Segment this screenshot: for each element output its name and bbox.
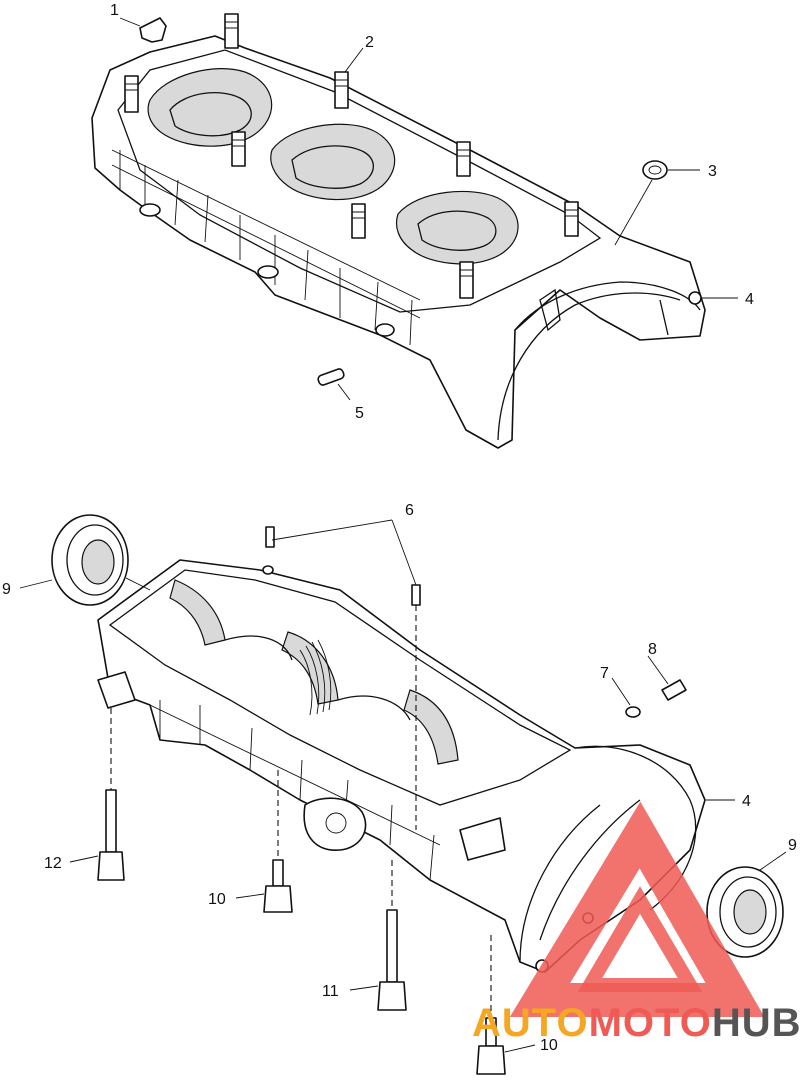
callout-3: 3 — [708, 163, 717, 180]
upper-crankcase-half — [91, 13, 706, 449]
callout-4-lower: 4 — [742, 793, 751, 810]
svg-text:AUTOMOTOHUB: AUTOMOTOHUB — [472, 1001, 800, 1045]
callout-4-upper: 4 — [745, 291, 754, 308]
plug — [642, 160, 668, 180]
dowel-pin-upper — [317, 368, 345, 386]
watermark-logo: AUTOMOTOHUB — [472, 801, 800, 1045]
callout-10-upper: 10 — [208, 891, 226, 908]
dowel-pin-b — [411, 584, 421, 606]
oil-seal-right — [706, 866, 784, 958]
callout-8: 8 — [648, 641, 657, 658]
callout-2: 2 — [365, 34, 374, 51]
callout-9-right: 9 — [788, 837, 797, 854]
watermark-auto: AUTO — [472, 1001, 589, 1045]
watermark-hub: HUB — [712, 1001, 800, 1045]
lower-crankcase-half — [97, 559, 706, 973]
bolt-small — [661, 679, 687, 701]
washer — [625, 706, 641, 718]
callout-1: 1 — [110, 2, 119, 19]
callout-10-lower: 10 — [540, 1037, 558, 1054]
bolt-11 — [377, 909, 407, 1011]
callout-labels: 1 2 3 4 5 6 7 8 9 9 4 12 10 11 10 — [2, 2, 797, 1054]
callout-9-left: 9 — [2, 581, 11, 598]
callout-12: 12 — [44, 855, 62, 872]
elbow-fitting — [139, 17, 167, 43]
callout-11: 11 — [322, 983, 339, 1000]
bolt-10-lower — [476, 1017, 506, 1075]
callout-5: 5 — [355, 405, 364, 422]
bolt-12 — [97, 789, 125, 881]
oil-seal-left — [51, 514, 129, 606]
watermark-moto: MOTO — [589, 1001, 712, 1045]
callout-7: 7 — [600, 665, 609, 682]
bolt-10-upper — [263, 859, 293, 913]
cylinder-studs — [124, 13, 579, 299]
dowel-pin-a — [265, 526, 275, 548]
callout-6: 6 — [405, 502, 414, 519]
